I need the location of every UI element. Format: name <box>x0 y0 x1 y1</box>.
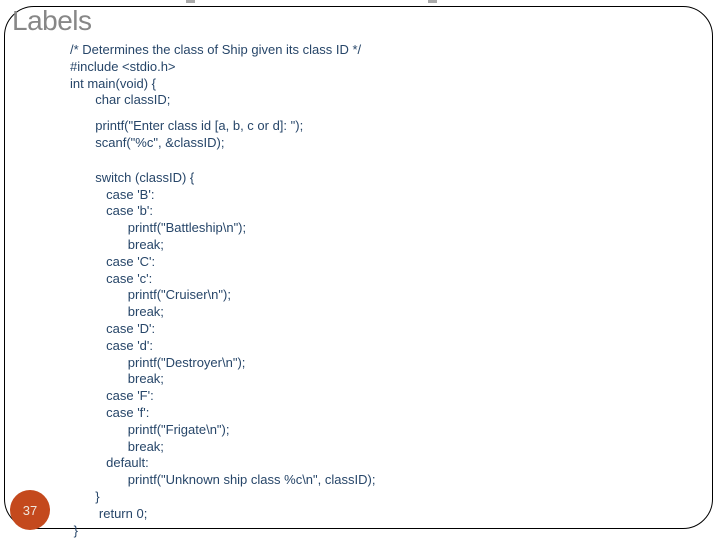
slide-number: 37 <box>22 502 38 518</box>
cropped-text-fragment <box>428 0 437 3</box>
code-section-io: printf("Enter class id [a, b, c or d]: "… <box>95 118 304 150</box>
cropped-text-fragment <box>186 0 195 3</box>
slide-title: Labels <box>12 5 92 36</box>
code-section-declarations: /* Determines the class of Ship given it… <box>70 42 362 108</box>
code-section-switch: switch (classID) { case 'B': case 'b': p… <box>73 169 376 538</box>
code-listing: /* Determines the class of Ship given it… <box>70 42 670 539</box>
slide-number-badge: 37 <box>10 490 50 530</box>
slide-rounded-border <box>4 6 713 529</box>
